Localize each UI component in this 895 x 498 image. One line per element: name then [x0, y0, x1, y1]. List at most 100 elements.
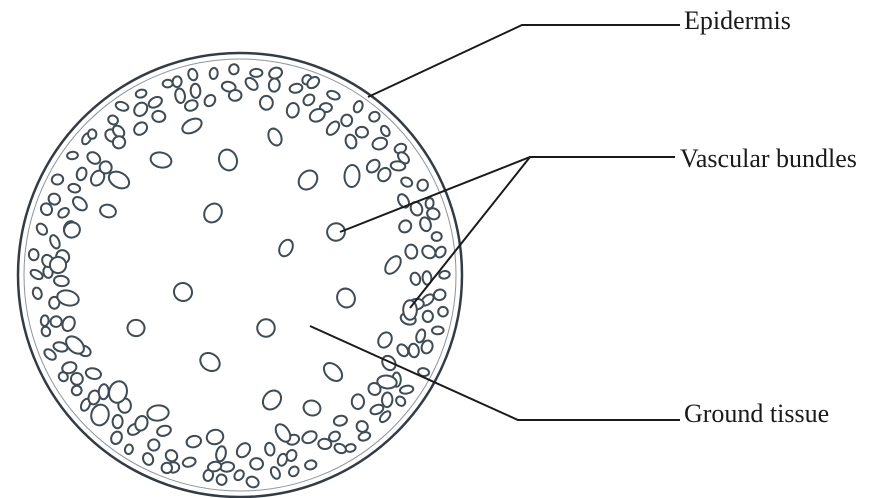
- vascular-bundle: [97, 383, 110, 401]
- vascular-bundle: [264, 441, 276, 457]
- vascular-bundle: [306, 76, 321, 90]
- vascular-bundle: [379, 124, 391, 138]
- vascular-bundle: [369, 403, 385, 416]
- vascular-bundle: [133, 101, 149, 117]
- vascular-bundle: [47, 192, 62, 206]
- vascular-bundle: [147, 438, 161, 452]
- vascular-bundle: [134, 415, 149, 432]
- vascular-bundle: [48, 295, 61, 310]
- vascular-bundle: [336, 287, 356, 309]
- vascular-bundle: [56, 289, 80, 307]
- vascular-bundle: [99, 203, 117, 219]
- vascular-bundle: [86, 151, 102, 165]
- vascular-bundle: [233, 469, 245, 482]
- vascular-bundle: [404, 243, 419, 260]
- vascular-bundles: [27, 63, 451, 489]
- vascular-bundle: [48, 255, 68, 275]
- vascular-bundle: [161, 78, 174, 89]
- vascular-bundle: [285, 449, 298, 462]
- vascular-bundle: [256, 318, 276, 338]
- vascular-bundle: [438, 269, 451, 280]
- vascular-bundle: [72, 196, 88, 212]
- vascular-bundle: [269, 466, 281, 480]
- vascular-bundle: [340, 113, 354, 128]
- vascular-bundle: [249, 457, 264, 471]
- vascular-bundle: [276, 452, 288, 467]
- vascular-bundle: [354, 125, 369, 139]
- vascular-bundle: [228, 63, 240, 76]
- vascular-bundle: [206, 460, 223, 473]
- vascular-bundle: [66, 150, 79, 161]
- stem-cross-section: [16, 51, 464, 498]
- vascular-bundle: [134, 88, 148, 99]
- vascular-bundle: [133, 121, 149, 136]
- vascular-bundle: [344, 133, 358, 150]
- vascular-bundle: [111, 135, 127, 150]
- vascular-bundle: [267, 127, 283, 147]
- vascular-bundle: [187, 67, 199, 82]
- vascular-leader-line-2: [409, 156, 531, 309]
- vascular-bundle: [87, 389, 101, 406]
- vascular-bundle: [420, 339, 434, 355]
- vascular-bundle: [377, 166, 392, 183]
- vascular-bundle: [50, 173, 65, 186]
- vascular-bundle: [114, 100, 130, 112]
- vascular-bundle: [352, 100, 364, 114]
- vascular-bundle: [258, 94, 274, 111]
- epidermis-label: Epidermis: [684, 6, 791, 35]
- vascular-bundle: [415, 328, 427, 344]
- vascular-bundle: [52, 341, 69, 353]
- vascular-bundle: [123, 443, 134, 456]
- vascular-bundle: [63, 221, 81, 239]
- vascular-bundle: [317, 437, 333, 451]
- vascular-bundle: [29, 268, 44, 281]
- ground-tissue-label: Ground tissue: [684, 399, 830, 428]
- vascular-bundle: [203, 93, 217, 108]
- vascular-bundle: [244, 76, 259, 91]
- vascular-bundle: [267, 77, 281, 93]
- vascular-bundle: [160, 461, 174, 475]
- vascular-bundle: [90, 403, 110, 427]
- vascular-bundle: [302, 93, 316, 107]
- vascular-bundle: [98, 160, 113, 175]
- vascular-bundle: [395, 395, 407, 407]
- vascular-bundle: [304, 459, 318, 471]
- vascular-bundle: [203, 202, 223, 224]
- vascular-bundle: [274, 423, 292, 443]
- vascular-bundle: [164, 449, 179, 463]
- vascular-bundle: [365, 158, 381, 174]
- vascular-bundle: [326, 89, 341, 101]
- vascular-bundle: [409, 271, 422, 286]
- vascular-bundle: [378, 410, 392, 424]
- vascular-bundle: [205, 428, 225, 446]
- vascular-bundle: [343, 164, 361, 188]
- vascular-bundle: [333, 442, 347, 455]
- vascular-bundle: [398, 384, 415, 395]
- vascular-bundle: [75, 166, 88, 182]
- vascular-bundle: [40, 325, 52, 338]
- vascular-bundle: [249, 67, 264, 78]
- vascular-bundle: [245, 475, 260, 489]
- epidermis-leader-line: [367, 24, 680, 98]
- vascular-bundle: [84, 367, 102, 380]
- vascular-bundle: [35, 222, 49, 236]
- vascular-bundle: [107, 114, 119, 126]
- vascular-bundle: [302, 399, 322, 417]
- vascular-bundle: [31, 286, 43, 300]
- vascular-bundle: [181, 117, 203, 135]
- vascular-bundle: [380, 391, 394, 409]
- vascular-bundle: [278, 238, 294, 258]
- vascular-bundle: [199, 351, 221, 373]
- leader-lines: [309, 24, 680, 421]
- vascular-bundle: [301, 430, 318, 445]
- vascular-bundle: [400, 176, 414, 188]
- ground-tissue-leader-line: [309, 325, 680, 421]
- vascular-bundle: [171, 75, 183, 88]
- vascular-bundle: [332, 414, 348, 427]
- vascular-bundle: [149, 151, 173, 169]
- vascular-bundle: [285, 102, 300, 119]
- vascular-bundle: [437, 305, 449, 318]
- vascular-bundle: [61, 361, 78, 375]
- vascular-bundle: [288, 82, 304, 94]
- vascular-bundle: [67, 182, 82, 194]
